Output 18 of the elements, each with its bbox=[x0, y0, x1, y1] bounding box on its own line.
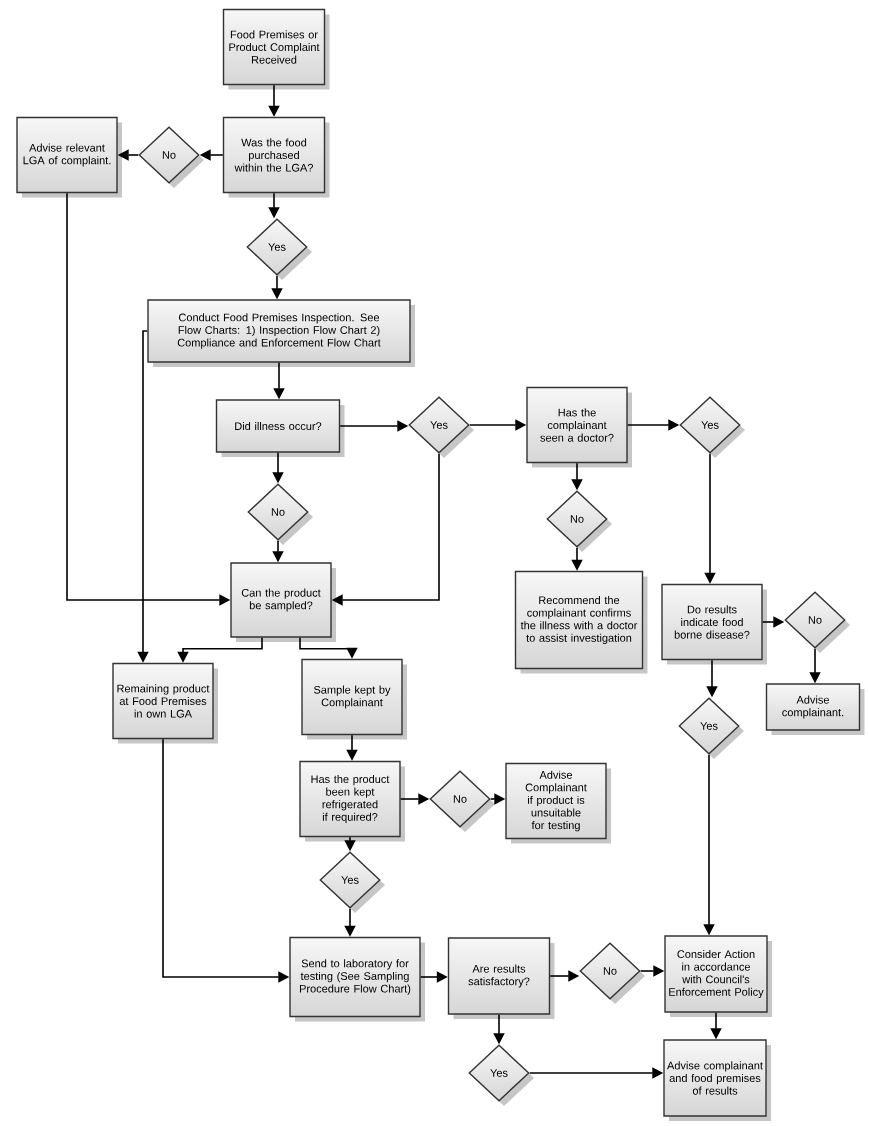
process-box: Do results indicate food borne disease? bbox=[661, 583, 767, 665]
process-box: Advise Complainant if product is unsuitable for testing bbox=[505, 762, 611, 844]
process-box: Advise relevant LGA of complaint. bbox=[16, 116, 122, 198]
process-box: Send to laboratory for testing (See Sampling Procedure Flow Chart) bbox=[289, 936, 425, 1022]
process-box: Has the product been kept refrigerated if required? bbox=[299, 760, 405, 842]
process-box: Advise complainant. bbox=[765, 683, 865, 735]
process-box: Are results satisfactory? bbox=[447, 937, 555, 1019]
process-box: Conduct Food Premises Inspection. See Flow Charts: 1) Inspection Flow Chart 2) Compliance and Enforcement Flow Chart bbox=[147, 299, 415, 367]
process-box: Food Premises or Product Complaint Received bbox=[222, 8, 330, 90]
process-box: Recommend the complainant confirms the illness with a doctor to assist investigation bbox=[514, 570, 648, 674]
process-box: Consider Action in accordance with Council's Enforcement Policy bbox=[664, 935, 772, 1017]
process-box: Can the product be sampled? bbox=[230, 562, 336, 642]
process-box: Was the food purchased within the LGA? bbox=[222, 116, 330, 198]
process-box: Sample kept by Complainant bbox=[301, 658, 407, 740]
process-box: Advise complainant and food premises of results bbox=[663, 1039, 771, 1121]
process-box: Remaining product at Food Premises in own LGA bbox=[112, 662, 218, 744]
process-box: Did illness occur? bbox=[215, 399, 345, 457]
process-box: Has the complainant seen a doctor? bbox=[526, 386, 632, 468]
